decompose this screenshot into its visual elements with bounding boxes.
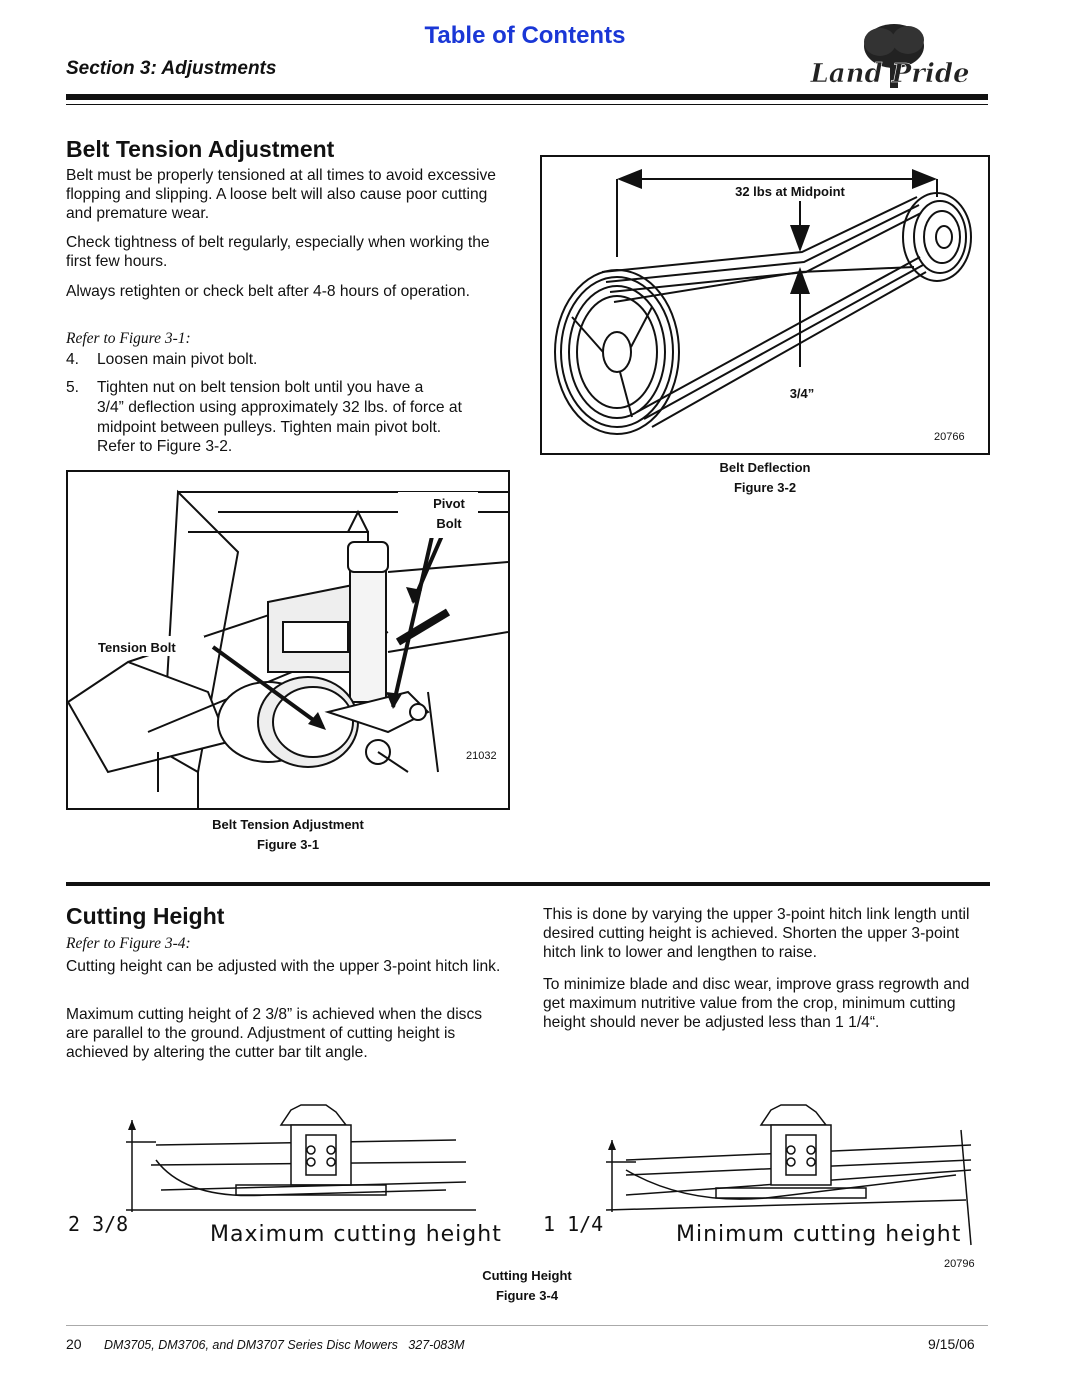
fig4-caption-number: Figure 3-4 bbox=[495, 1288, 559, 1303]
figure-3-4-image: 2 3/8 Maximum cutting height 1 1/4 Minim… bbox=[66, 1100, 986, 1260]
max-height-label: Maximum cutting height bbox=[210, 1222, 502, 1247]
footer-title: DM3705, DM3706, and DM3707 Series Disc M… bbox=[104, 1338, 465, 1352]
min-height-value: 1 1/4 bbox=[543, 1212, 604, 1236]
cutting-heading: Cutting Height bbox=[66, 903, 225, 929]
refer-figure-3-1: Refer to Figure 3-1: bbox=[66, 330, 191, 347]
footer-rule bbox=[66, 1325, 988, 1326]
footer-date: 9/15/06 bbox=[928, 1336, 975, 1352]
cutting-para-1: Cutting height can be adjusted with the … bbox=[66, 958, 501, 975]
fig1-label-pivot: Pivot bbox=[433, 496, 465, 511]
min-height-label: Minimum cutting height bbox=[676, 1222, 962, 1247]
cutting-height-drawing bbox=[126, 1104, 972, 1246]
page-number: 20 bbox=[66, 1336, 82, 1352]
belt-para-3: Always retighten or check belt after 4-8… bbox=[66, 283, 470, 300]
cutting-para-4: To minimize blade and disc wear, improve… bbox=[543, 976, 970, 1031]
section-rule bbox=[66, 882, 990, 886]
step-number: 4. bbox=[66, 351, 80, 368]
step-number: 5. bbox=[66, 379, 80, 396]
header-rule-thin bbox=[66, 104, 988, 105]
fig2-caption-title: Belt Deflection bbox=[719, 460, 811, 475]
step-text-line: 3/4” deflection using approximately 32 l… bbox=[97, 399, 462, 416]
fig1-label-tension-bolt: Tension Bolt bbox=[98, 640, 176, 655]
fig4-id: 20796 bbox=[944, 1258, 975, 1270]
belt-heading: Belt Tension Adjustment bbox=[66, 136, 335, 162]
fig1-caption-number: Figure 3-1 bbox=[256, 837, 320, 852]
step-5: 5. Tighten nut on belt tension bolt unti… bbox=[66, 378, 526, 458]
belt-para-1: Belt must be properly tensioned at all t… bbox=[66, 167, 496, 222]
fig2-id: 20766 bbox=[934, 431, 965, 443]
step-4: 4. Loosen main pivot bolt. bbox=[66, 350, 526, 370]
svg-text:Land Pride: Land Pride bbox=[809, 59, 969, 89]
step-text-line: midpoint between pulleys. Tighten main p… bbox=[97, 419, 442, 436]
fig1-caption-title: Belt Tension Adjustment bbox=[212, 817, 364, 832]
fig2-label-force: 32 lbs at Midpoint bbox=[735, 184, 845, 199]
fig2-label-deflection: 3/4” bbox=[789, 386, 815, 401]
figure-3-1-image: Pivot Bolt Tension Bolt 21032 bbox=[66, 470, 510, 810]
mower-pivot-drawing bbox=[66, 489, 509, 808]
fig1-label-bolt: Bolt bbox=[436, 516, 462, 531]
fig4-caption-title: Cutting Height bbox=[482, 1268, 572, 1283]
belt-deflection-drawing bbox=[554, 169, 972, 435]
belt-para-2: Check tightness of belt regularly, espec… bbox=[66, 234, 490, 270]
fig2-caption-number: Figure 3-2 bbox=[733, 480, 797, 495]
cutting-para-3: This is done by varying the upper 3-poin… bbox=[543, 906, 970, 961]
refer-figure-3-4: Refer to Figure 3-4: bbox=[66, 935, 191, 952]
max-height-value: 2 3/8 bbox=[68, 1212, 129, 1236]
step-text: Loosen main pivot bolt. bbox=[97, 351, 258, 368]
toc-link[interactable]: Table of Contents bbox=[424, 22, 626, 49]
header-rule bbox=[66, 94, 988, 100]
land-pride-logo: Land Pride bbox=[790, 18, 990, 98]
cutting-para-2: Maximum cutting height of 2 3/8” is achi… bbox=[66, 1006, 483, 1061]
step-text-line: Tighten nut on belt tension bolt until y… bbox=[97, 379, 424, 396]
fig1-id: 21032 bbox=[466, 750, 497, 762]
section-title: Section 3: Adjustments bbox=[66, 58, 277, 79]
step-text-line: Refer to Figure 3-2. bbox=[97, 438, 233, 455]
figure-3-2-image: 32 lbs at Midpoint 3/4” 20766 bbox=[540, 155, 990, 455]
